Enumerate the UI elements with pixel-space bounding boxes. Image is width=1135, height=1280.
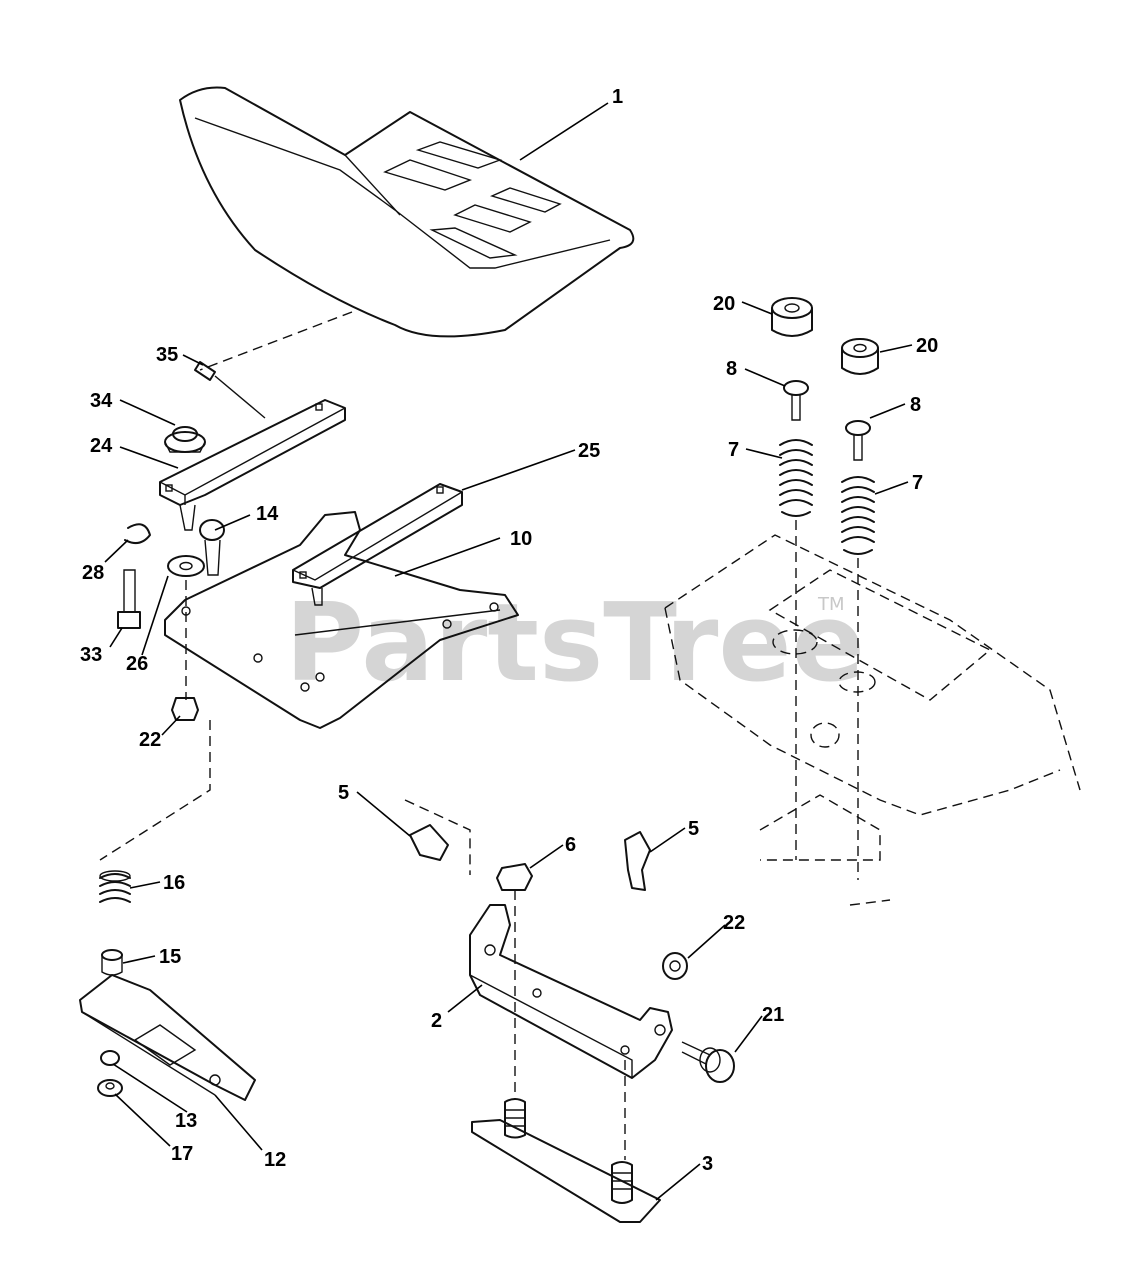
callout-15: 15	[159, 946, 181, 968]
part-15-spacer	[101, 949, 123, 976]
part-fender	[664, 534, 1081, 906]
part-20-spacer-a	[771, 297, 813, 337]
callout-21: 21	[762, 1004, 784, 1026]
part-5-clip-b	[624, 831, 651, 891]
callout-20-b: 20	[916, 335, 938, 357]
part-13-nut	[100, 1050, 120, 1066]
part-20-spacer-b	[841, 338, 879, 375]
callout-1: 1	[612, 86, 623, 108]
part-33-bolt	[117, 569, 141, 629]
callout-14: 14	[256, 503, 279, 525]
part-6-nut	[496, 863, 533, 891]
part-2-bracket	[469, 904, 673, 1079]
leader-lines	[104, 102, 913, 1201]
callout-34: 34	[90, 390, 113, 412]
part-34-knob	[164, 426, 206, 453]
part-16-spring	[99, 870, 131, 903]
part-seat	[179, 86, 635, 371]
watermark-text: PartsTree	[285, 581, 865, 706]
part-5-clip-a	[404, 799, 471, 875]
callout-17: 17	[171, 1143, 193, 1165]
part-35-pin	[194, 361, 266, 419]
callout-7-a: 7	[728, 439, 739, 461]
callout-25: 25	[578, 440, 600, 462]
part-22-nut-right	[662, 952, 688, 980]
callout-20-a: 20	[713, 293, 735, 315]
part-22-nut-left	[171, 697, 199, 721]
part-14-bolt	[199, 519, 225, 576]
callout-33: 33	[80, 644, 102, 666]
callout-7-b: 7	[912, 472, 923, 494]
callout-6: 6	[565, 834, 576, 856]
callout-16: 16	[163, 872, 185, 894]
callout-12: 12	[264, 1149, 286, 1171]
part-12-plate	[79, 974, 256, 1101]
part-28-clip	[124, 523, 151, 545]
part-24-rail	[159, 399, 346, 531]
part-7-spring-a	[779, 439, 813, 517]
callout-22-left: 22	[139, 729, 161, 751]
part-3-base-plate	[471, 1098, 661, 1223]
part-10-seat-pan	[164, 511, 519, 729]
callout-5-a: 5	[338, 782, 349, 804]
callout-35: 35	[156, 344, 178, 366]
callout-24: 24	[90, 435, 113, 457]
part-7-spring-b	[841, 476, 875, 555]
callout-22-right: 22	[723, 912, 745, 934]
callout-10: 10	[510, 528, 532, 550]
callout-8-a: 8	[726, 358, 737, 380]
callout-28: 28	[82, 562, 104, 584]
part-26-washer	[167, 555, 205, 577]
part-8-screw-b	[845, 420, 871, 461]
callout-8-b: 8	[910, 394, 921, 416]
callout-13: 13	[175, 1110, 197, 1132]
callout-3: 3	[702, 1153, 713, 1175]
watermark-trademark: TM	[817, 594, 845, 615]
part-17-nut	[97, 1079, 123, 1097]
part-25-rail	[292, 483, 463, 606]
part-8-screw-a	[783, 380, 809, 421]
callout-numbers: 1 35 34 24 25 10 14 28 33 26 22 20 20 8 …	[80, 86, 938, 1175]
callout-5-b: 5	[688, 818, 699, 840]
part-21-bolt	[681, 1041, 735, 1083]
assembly-line-left-lower	[99, 720, 211, 861]
callout-2: 2	[431, 1010, 442, 1032]
callout-26: 26	[126, 653, 148, 675]
